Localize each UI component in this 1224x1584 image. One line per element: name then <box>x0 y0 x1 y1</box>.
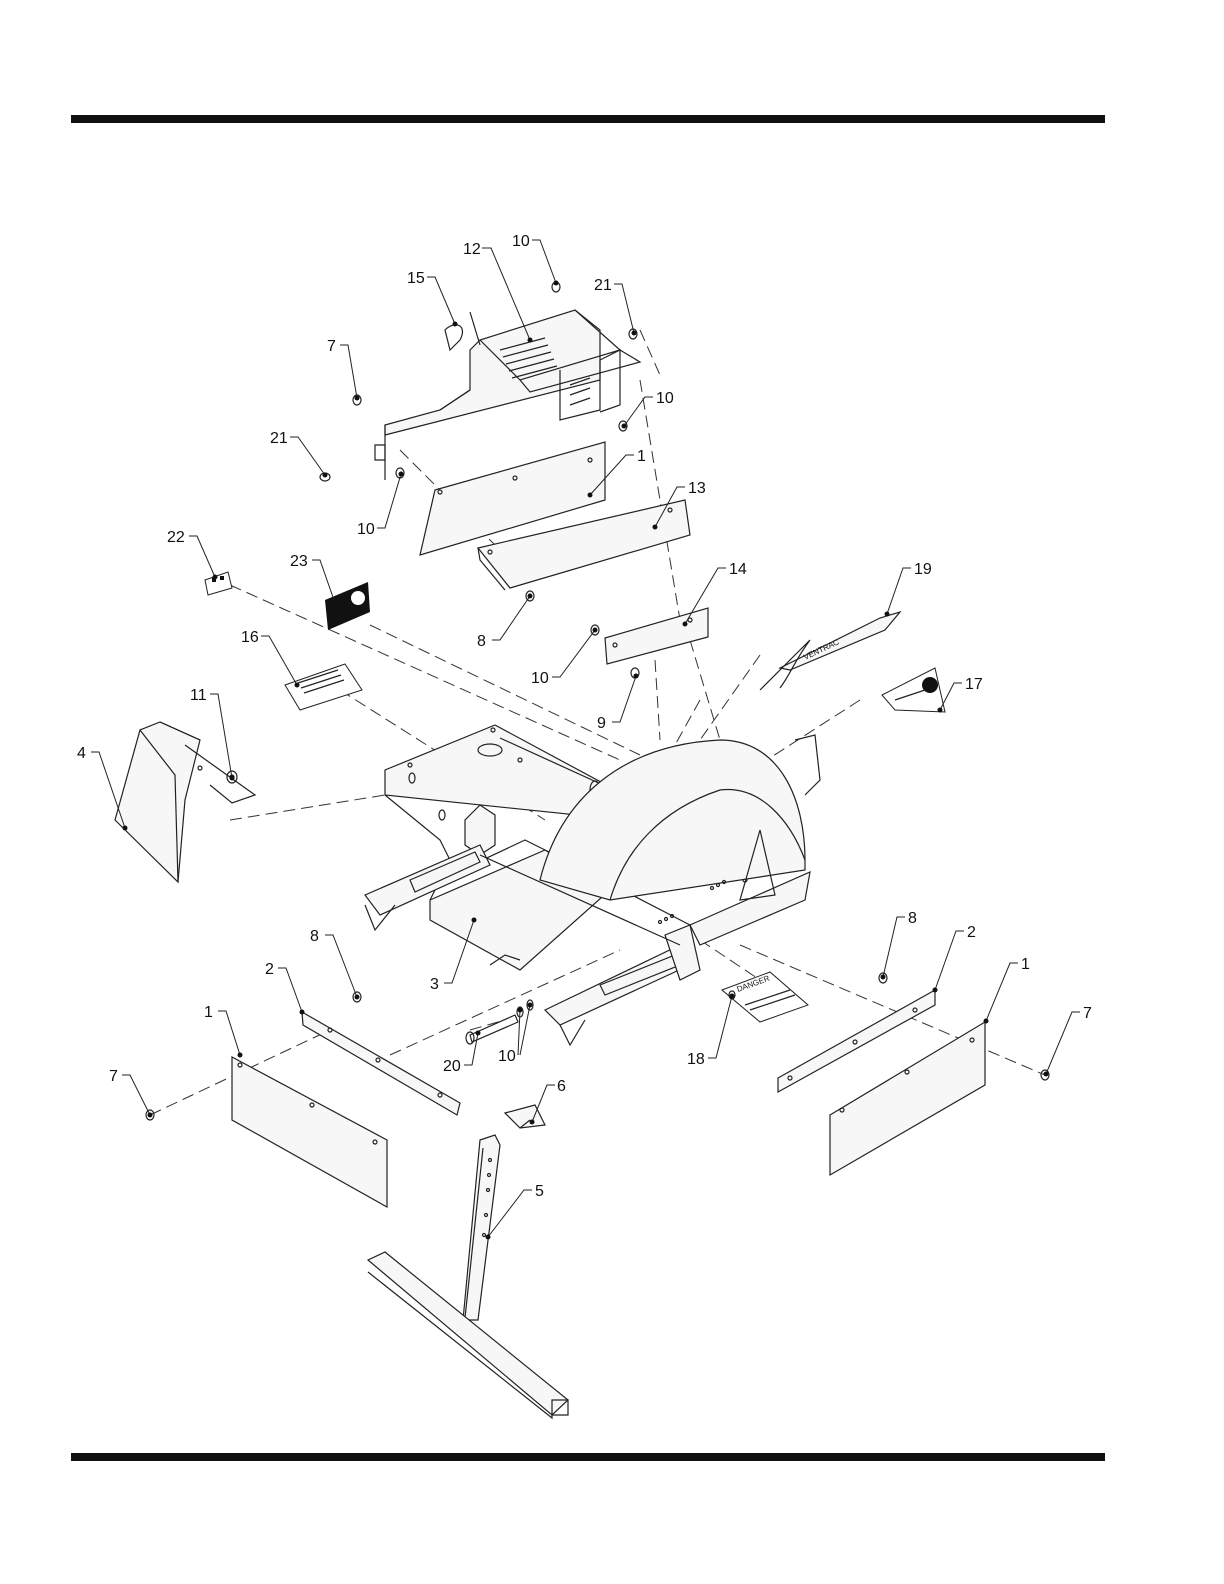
callout-8-upper: 8 <box>477 633 486 650</box>
callout-1-left: 1 <box>204 1004 213 1021</box>
callout-5: 5 <box>535 1183 544 1200</box>
callout-7-left: 7 <box>109 1068 118 1085</box>
clip-6 <box>505 1105 545 1128</box>
callout-17: 17 <box>965 676 983 693</box>
callout-10-mid: 10 <box>531 670 549 687</box>
callout-2-left: 2 <box>265 961 274 978</box>
left-panel-1 <box>232 1057 387 1207</box>
callout-19: 19 <box>914 561 932 578</box>
callout-6: 6 <box>557 1078 566 1095</box>
callout-10-left: 10 <box>357 521 375 538</box>
callout-21-right: 21 <box>594 277 612 294</box>
callout-3: 3 <box>430 976 439 993</box>
callout-11: 11 <box>190 687 207 704</box>
callout-10-right: 10 <box>656 390 674 407</box>
callout-12: 12 <box>463 241 481 258</box>
callout-14: 14 <box>729 561 747 578</box>
callout-1-upper: 1 <box>637 448 646 465</box>
left-strip-2 <box>302 1012 460 1115</box>
callout-2-right: 2 <box>967 924 976 941</box>
callout-7-top: 7 <box>327 338 336 355</box>
callout-8-right: 8 <box>908 910 917 927</box>
stand-5 <box>368 1135 568 1418</box>
decal-22 <box>205 572 232 595</box>
decal-23 <box>325 582 370 630</box>
callout-23: 23 <box>290 553 308 570</box>
callout-8-left: 8 <box>310 928 319 945</box>
callout-10-bottom: 10 <box>498 1048 516 1065</box>
callout-10-top: 10 <box>512 233 530 250</box>
callout-22: 22 <box>167 529 185 546</box>
callout-13: 13 <box>688 480 706 497</box>
callout-9: 9 <box>597 715 606 732</box>
callout-15: 15 <box>407 270 425 287</box>
callout-18: 18 <box>687 1051 705 1068</box>
callout-20: 20 <box>443 1058 461 1075</box>
decal-19: VENTRAC <box>760 612 900 690</box>
callout-4: 4 <box>77 745 86 762</box>
callout-1-right: 1 <box>1021 956 1030 973</box>
plate-14 <box>605 608 708 664</box>
callout-7-right: 7 <box>1083 1005 1092 1022</box>
callout-16: 16 <box>241 629 259 646</box>
cover-4 <box>115 722 255 882</box>
decal-17 <box>882 668 945 712</box>
callout-21-left: 21 <box>270 430 288 447</box>
